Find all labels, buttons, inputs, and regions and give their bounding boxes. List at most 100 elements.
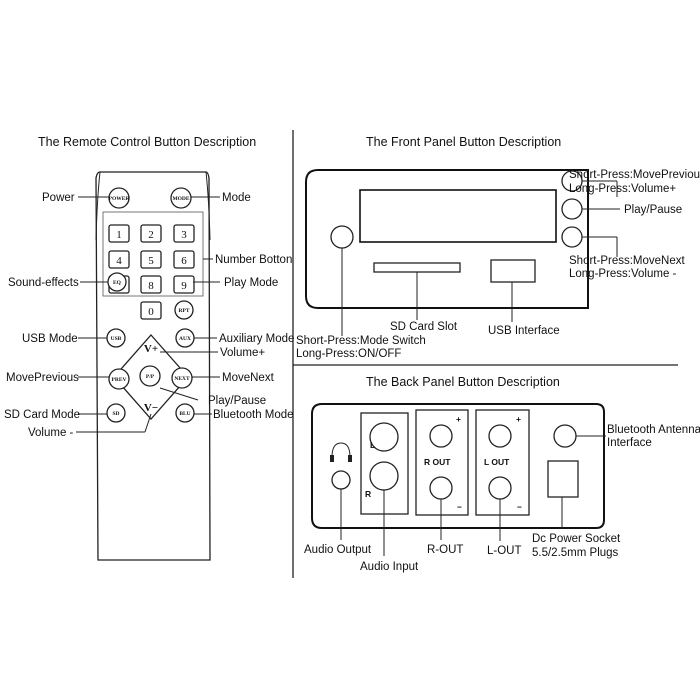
remote-leader-lines	[76, 196, 220, 433]
label-number-button: Number Botton	[215, 254, 292, 266]
aux-button[interactable]: AUX	[175, 328, 195, 348]
r-out-label: R OUT	[424, 457, 451, 467]
volume-down-button[interactable]: V−	[144, 402, 158, 414]
svg-text:USB: USB	[111, 336, 122, 342]
front-leader-lines	[341, 180, 620, 336]
number-button-5[interactable]: 5	[140, 250, 162, 269]
label-sd-card-slot: SD Card Slot	[390, 321, 458, 333]
svg-text:9: 9	[181, 280, 187, 292]
dc-power-socket[interactable]	[547, 460, 579, 498]
back-title: The Back Panel Button Description	[366, 375, 560, 389]
number-pad: 1 2 3 4 5 6 7 8 9 0	[108, 224, 195, 320]
front-title: The Front Panel Button Description	[366, 135, 561, 149]
svg-text:AUX: AUX	[179, 336, 191, 342]
prev-button[interactable]: PREV	[108, 368, 130, 390]
r-out-minus: −	[457, 502, 462, 512]
label-long-press-vol-up: Long-Press:Volume+	[569, 183, 676, 195]
l-out-label: L OUT	[484, 457, 510, 467]
eq-button[interactable]: EQ	[107, 272, 127, 292]
label-short-press-next: Short-Press:MoveNext	[569, 255, 685, 267]
svg-text:POWER: POWER	[109, 196, 131, 202]
label-play-pause: Play/Pause	[208, 395, 266, 407]
label-power: Power	[42, 192, 75, 204]
label-sd-card-mode: SD Card Mode	[4, 409, 80, 421]
label-mode: Mode	[222, 192, 251, 204]
number-button-2[interactable]: 2	[140, 224, 162, 243]
number-button-6[interactable]: 6	[173, 250, 195, 269]
svg-text:RPT: RPT	[179, 308, 190, 314]
label-volume-down: Volume -	[28, 427, 74, 439]
svg-text:V−: V−	[144, 402, 158, 414]
volume-up-button[interactable]: V+	[144, 343, 158, 355]
label-front-play-pause: Play/Pause	[624, 204, 682, 216]
sd-button[interactable]: SD	[106, 403, 126, 423]
label-audio-input: Audio Input	[360, 561, 419, 573]
audio-output-jack[interactable]	[331, 470, 351, 490]
svg-text:MODE: MODE	[172, 196, 189, 202]
bluetooth-antenna-port[interactable]	[553, 424, 577, 448]
headphone-icon	[330, 442, 352, 462]
blu-button[interactable]: BLU	[175, 403, 195, 423]
label-usb-interface: USB Interface	[488, 325, 560, 337]
next-button[interactable]: NEXT	[171, 367, 193, 389]
label-usb-mode: USB Mode	[22, 333, 78, 345]
label-move-previous: MovePrevious	[6, 372, 79, 384]
svg-text:1: 1	[116, 229, 122, 241]
r-out-bottom-jack[interactable]	[429, 476, 453, 500]
l-out-plus: +	[516, 414, 521, 424]
rpt-button[interactable]: RPT	[174, 300, 194, 320]
remote-title: The Remote Control Button Description	[38, 135, 256, 149]
number-button-8[interactable]: 8	[140, 275, 162, 294]
sd-card-slot[interactable]	[373, 262, 461, 273]
label-dc-power-socket: Dc Power Socket	[532, 533, 621, 545]
label-r-out: R-OUT	[427, 544, 463, 556]
number-button-1[interactable]: 1	[108, 224, 130, 243]
front-next-button[interactable]	[561, 226, 583, 248]
svg-text:8: 8	[148, 280, 154, 292]
svg-text:PREV: PREV	[112, 377, 127, 383]
mode-button[interactable]: MODE	[170, 187, 192, 209]
number-button-3[interactable]: 3	[173, 224, 195, 243]
label-volume-up: Volume+	[220, 347, 265, 359]
number-button-9[interactable]: 9	[173, 275, 195, 294]
label-auxiliary-mode: Auxiliary Mode	[219, 333, 294, 345]
svg-text:2: 2	[148, 229, 154, 241]
label-short-press-mode: Short-Press:Mode Switch	[296, 335, 426, 347]
audio-input-l-jack[interactable]: L	[369, 422, 399, 452]
power-button[interactable]: POWER	[108, 187, 131, 209]
label-move-next: MoveNext	[222, 372, 275, 384]
number-button-4[interactable]: 4	[108, 250, 130, 269]
label-audio-output: Audio Output	[304, 544, 372, 556]
svg-text:0: 0	[148, 306, 154, 318]
label-sound-effects: Sound-effects	[8, 277, 79, 289]
svg-text:L: L	[370, 440, 375, 450]
l-out-bottom-jack[interactable]	[488, 476, 512, 500]
label-plugs: 5.5/2.5mm Plugs	[532, 547, 619, 559]
svg-text:3: 3	[181, 229, 187, 241]
number-button-0[interactable]: 0	[140, 301, 162, 320]
label-interface: Interface	[607, 437, 652, 449]
l-out-top-jack[interactable]	[488, 424, 512, 448]
usb-interface-port[interactable]	[490, 259, 536, 283]
play-pause-button[interactable]: P/P	[139, 365, 161, 387]
svg-text:4: 4	[116, 255, 122, 267]
back-panel-body	[311, 403, 605, 529]
svg-text:V+: V+	[144, 343, 158, 355]
l-out-minus: −	[517, 502, 522, 512]
back-leader-lines	[340, 435, 606, 556]
label-long-press-onoff: Long-Press:ON/OFF	[296, 348, 401, 360]
label-play-mode: Play Mode	[224, 277, 278, 289]
mode-switch-knob[interactable]	[330, 225, 354, 249]
front-panel-body	[305, 169, 590, 309]
label-bluetooth-antenna: Bluetooth Antenna	[607, 424, 700, 436]
svg-text:5: 5	[148, 255, 154, 267]
usb-button[interactable]: USB	[106, 328, 126, 348]
r-out-top-jack[interactable]	[429, 424, 453, 448]
svg-text:BLU: BLU	[179, 411, 190, 417]
label-short-press-prev: Short-Press:MovePrevious	[569, 169, 700, 181]
front-play-pause-button[interactable]	[561, 198, 583, 220]
svg-text:NEXT: NEXT	[174, 376, 190, 382]
svg-text:SD: SD	[112, 411, 119, 417]
label-l-out: L-OUT	[487, 545, 522, 557]
